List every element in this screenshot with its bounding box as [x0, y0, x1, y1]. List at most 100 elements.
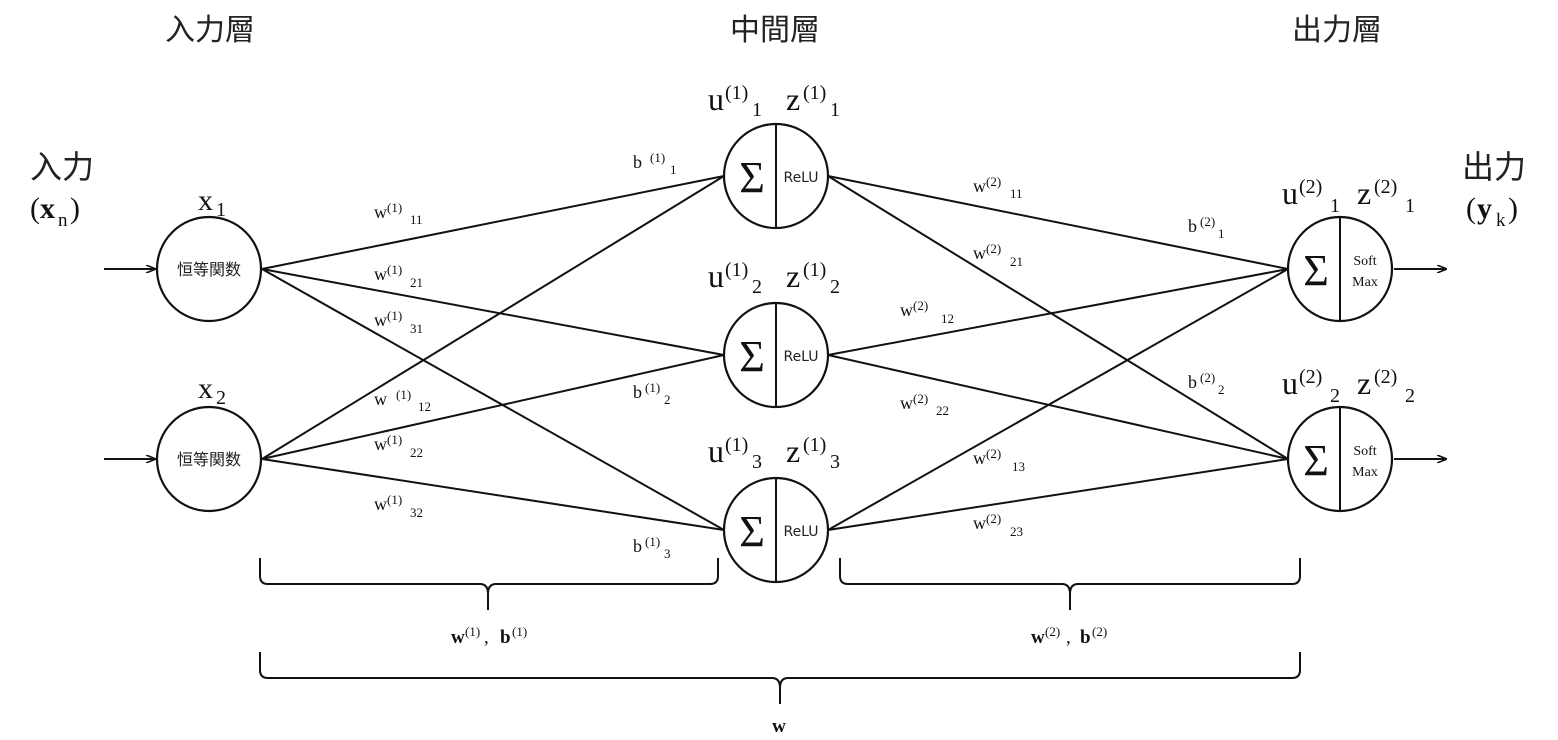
- svg-text:w: w: [973, 176, 986, 196]
- svg-text:(1): (1): [387, 200, 402, 215]
- svg-text:(2): (2): [986, 511, 1001, 526]
- edge-x2-h3: [261, 458, 725, 531]
- sum-icon: Σ: [1303, 246, 1329, 295]
- brace-layer1: [259, 558, 719, 610]
- svg-text:): ): [70, 192, 80, 225]
- svg-text:13: 13: [1012, 459, 1025, 474]
- edge-x2-h2: [261, 354, 725, 460]
- svg-text:(1): (1): [387, 432, 402, 447]
- softmax-label-line1: Soft: [1353, 254, 1376, 269]
- input-node-2: x 2 恒等関数: [155, 372, 263, 513]
- hidden-node-2: u (1) 2 z (1) 2 Σ ReLU: [708, 258, 840, 409]
- sum-icon: Σ: [739, 332, 765, 381]
- u-sub: 2: [1330, 385, 1340, 407]
- u-var: u: [1282, 175, 1298, 211]
- edge-x1-h1: [261, 175, 725, 270]
- z-sub: 2: [1405, 385, 1415, 407]
- svg-text:(1): (1): [465, 624, 480, 639]
- edge-x2-h1: [261, 175, 725, 460]
- svg-text:w: w: [973, 448, 986, 468]
- z-sub: 3: [830, 451, 840, 473]
- z-sup: (1): [803, 259, 826, 281]
- svg-text:(2): (2): [1092, 624, 1107, 639]
- brace-layer2: [839, 558, 1301, 610]
- weight-label-w1-21: w (1) 21: [374, 262, 423, 290]
- z-sup: (1): [803, 82, 826, 104]
- z-var: z: [786, 258, 800, 294]
- weight-label-w1-22: w (1) 22: [374, 432, 423, 460]
- svg-text:w: w: [900, 300, 913, 320]
- svg-text:,: ,: [484, 627, 494, 648]
- output-vector-label: ( y k ): [1466, 192, 1518, 231]
- svg-text:(1): (1): [645, 380, 660, 395]
- svg-text:(1): (1): [387, 308, 402, 323]
- weight-label-w1-31: w (1) 31: [374, 308, 423, 336]
- bias-label-b2-2: b (2) 2: [1188, 370, 1225, 397]
- svg-text:(: (: [1466, 192, 1476, 225]
- svg-text:b: b: [633, 152, 642, 172]
- hidden-node-3: u (1) 3 z (1) 3 Σ ReLU: [708, 433, 840, 584]
- z-var: z: [786, 433, 800, 469]
- relu-label: ReLU: [783, 170, 818, 186]
- output-vector-var: y: [1477, 192, 1492, 225]
- svg-text:(: (: [30, 192, 40, 225]
- output-node-2: u (2) 2 z (2) 2 Σ Soft Max: [1282, 365, 1415, 513]
- input-vector-sub: n: [58, 210, 68, 231]
- u-sub: 1: [1330, 195, 1340, 217]
- svg-text:b: b: [500, 627, 511, 648]
- edge-h2-o2: [827, 354, 1289, 460]
- svg-text:32: 32: [410, 505, 423, 520]
- edges-layer2: [827, 175, 1289, 531]
- svg-text:12: 12: [418, 399, 431, 414]
- svg-text:(2): (2): [1200, 370, 1215, 385]
- input-node-var: x: [198, 372, 213, 405]
- u-var: u: [708, 433, 724, 469]
- identity-function-label: 恒等関数: [177, 450, 241, 469]
- u-sub: 1: [752, 99, 762, 121]
- svg-text:,: ,: [1066, 627, 1076, 648]
- svg-text:): ): [1508, 192, 1518, 225]
- u-sup: (2): [1299, 176, 1322, 198]
- svg-text:w: w: [374, 264, 387, 284]
- u-sub: 2: [752, 276, 762, 298]
- brace-label-all: w: [772, 716, 786, 737]
- bias-label-b2-1: b (2) 1: [1188, 214, 1225, 241]
- output-layer-title: 出力層: [1292, 13, 1382, 48]
- output-vector-sub: k: [1496, 210, 1506, 231]
- weight-label-w2-22: w (2) 22: [900, 391, 949, 418]
- z-var: z: [1357, 365, 1371, 401]
- brace-all: [259, 652, 1301, 704]
- bias-label-b1-2: b (1) 2: [633, 380, 671, 407]
- z-sup: (1): [803, 434, 826, 456]
- u-sup: (1): [725, 259, 748, 281]
- weight-label-w2-11: w (2) 11: [973, 174, 1023, 201]
- svg-text:(2): (2): [913, 298, 928, 313]
- u-sub: 3: [752, 451, 762, 473]
- edge-h2-o1: [827, 268, 1289, 356]
- svg-text:(1): (1): [396, 387, 411, 402]
- svg-text:3: 3: [664, 546, 671, 561]
- svg-text:21: 21: [410, 275, 423, 290]
- svg-text:11: 11: [1010, 186, 1023, 201]
- input-node-1: x 1 恒等関数: [155, 184, 263, 323]
- z-var: z: [1357, 175, 1371, 211]
- input-node-var: x: [198, 184, 213, 217]
- svg-text:b: b: [1080, 627, 1091, 648]
- input-label: 入力: [30, 148, 94, 186]
- u-var: u: [708, 258, 724, 294]
- relu-label: ReLU: [783, 524, 818, 540]
- svg-text:22: 22: [410, 445, 423, 460]
- svg-text:w: w: [900, 393, 913, 413]
- u-sup: (2): [1299, 366, 1322, 388]
- input-node-sub: 2: [216, 387, 226, 409]
- svg-text:(2): (2): [986, 174, 1001, 189]
- svg-text:b: b: [633, 382, 642, 402]
- hidden-node-1: u (1) 1 z (1) 1 Σ ReLU: [708, 81, 840, 230]
- weight-label-w1-12: w (1) 12: [374, 387, 431, 414]
- softmax-label-line2: Max: [1352, 275, 1378, 290]
- sum-icon: Σ: [739, 153, 765, 202]
- u-var: u: [708, 81, 724, 117]
- edge-h3-o2: [827, 458, 1289, 531]
- svg-text:22: 22: [936, 403, 949, 418]
